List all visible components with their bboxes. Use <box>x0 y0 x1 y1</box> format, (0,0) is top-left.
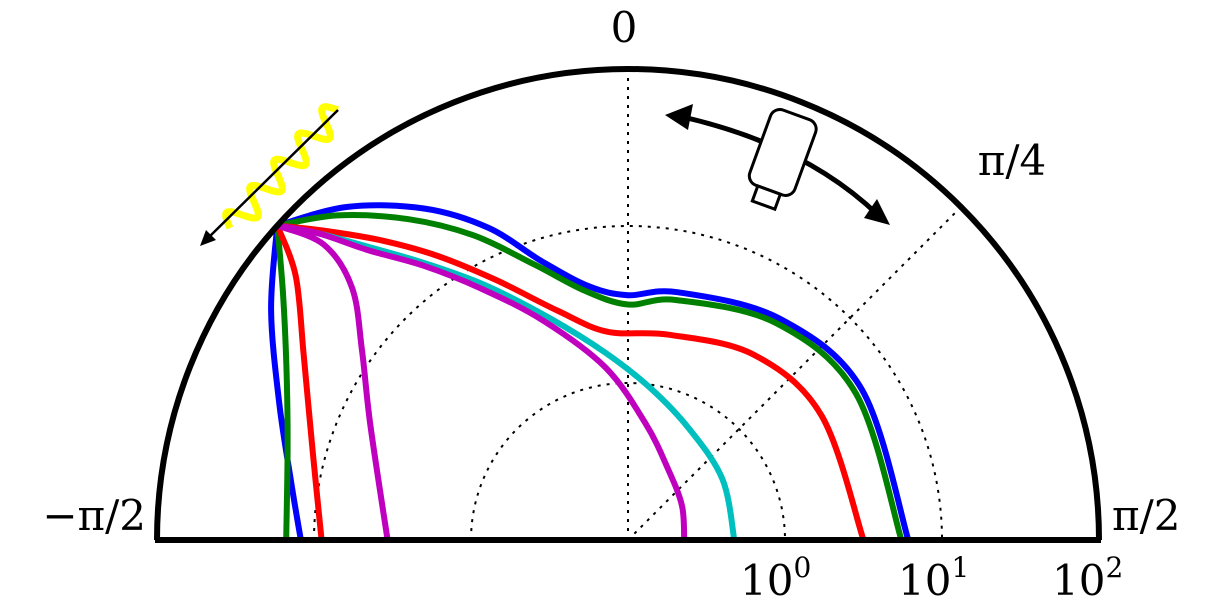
wave-oscillation <box>222 103 340 230</box>
angle-label-neg-pi2: −π/2 <box>42 491 146 540</box>
angle-label-0: 0 <box>611 3 638 52</box>
series-group <box>268 202 912 541</box>
radial-tick-1-exp: 0 <box>793 551 811 584</box>
radial-tick-100-exp: 2 <box>1105 551 1123 584</box>
radial-tick-100: 102 <box>1052 551 1123 603</box>
series-3-curve <box>276 222 867 541</box>
detector-icon <box>747 108 818 212</box>
outer-arc <box>154 66 1102 541</box>
wave-arrowhead <box>200 230 216 246</box>
radial-tick-1: 100 <box>740 551 811 603</box>
series-2-curve <box>276 212 905 541</box>
radial-tick-10-exp: 1 <box>951 551 969 584</box>
series-5-branch <box>276 222 391 541</box>
radial-tick-100-base: 10 <box>1052 556 1105 603</box>
grid-ring-10-0 <box>470 382 786 541</box>
angle-label-pi4: π/4 <box>978 136 1046 185</box>
series-2-branch <box>274 225 291 541</box>
series-3-branch <box>274 224 325 541</box>
series-1-branch <box>268 225 304 541</box>
angle-label-pi2: π/2 <box>1112 491 1180 540</box>
wave-propagation-arrow <box>205 109 339 241</box>
radial-tick-1-base: 10 <box>740 556 793 603</box>
series-5-curve <box>276 222 688 541</box>
radial-tick-10-base: 10 <box>898 556 951 603</box>
grid-ray-pi4 <box>627 206 962 541</box>
radial-tick-10: 101 <box>898 551 969 603</box>
grid-ring-10-1 <box>313 225 943 541</box>
wave-icon <box>200 103 340 246</box>
series-1-curve <box>276 202 912 541</box>
